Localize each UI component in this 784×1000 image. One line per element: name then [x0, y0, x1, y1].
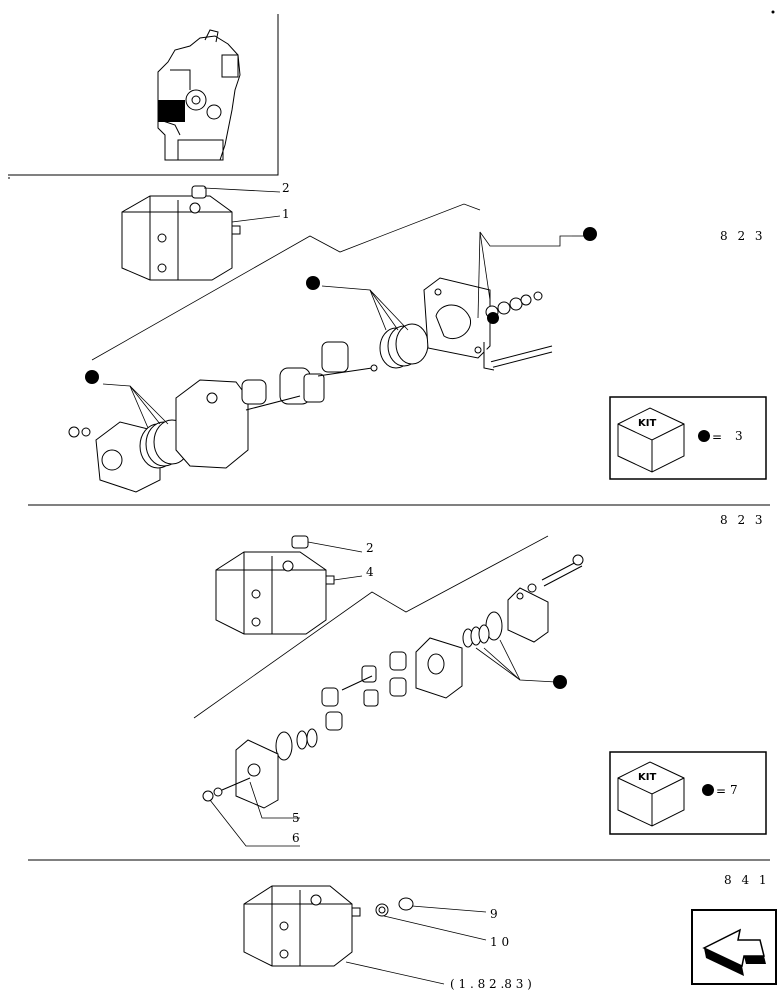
kit-bullet-1b: [306, 276, 320, 290]
section-ref-1[interactable]: 8 2 3: [720, 229, 766, 243]
kit-box-2[interactable]: KIT = 7: [609, 751, 767, 835]
kit-box-1[interactable]: KIT = 3: [609, 396, 767, 480]
kit-qty-1: 3: [735, 429, 743, 443]
callout-10[interactable]: 1 0: [490, 935, 509, 949]
callout-1[interactable]: 1: [282, 207, 290, 221]
kit-bullet-icon: [698, 430, 710, 442]
callout-2-top[interactable]: 2: [282, 181, 290, 195]
kit-qty-2: 7: [730, 783, 738, 797]
callout-5[interactable]: 5: [292, 811, 300, 825]
callout-9[interactable]: 9: [490, 907, 498, 921]
leader-lines-2: [193, 535, 557, 847]
corner-dot: [771, 10, 775, 14]
section-ref-2[interactable]: 8 2 3: [720, 513, 766, 527]
next-page-arrow-icon[interactable]: [691, 909, 777, 985]
pump-assembly-2: [215, 535, 335, 635]
leader-lines-1: [91, 187, 585, 429]
exploded-parts-1: [68, 277, 553, 493]
callout-2-mid[interactable]: 2: [366, 541, 374, 555]
pump-assembly-1: [121, 185, 241, 281]
kit-bullet-1c: [583, 227, 597, 241]
engine-thumbnail-icon[interactable]: [8, 14, 279, 176]
callout-6[interactable]: 6: [292, 831, 300, 845]
leader-lines-3: [345, 905, 487, 985]
kit-box-icon: [617, 761, 685, 827]
kit-box-icon: [617, 407, 685, 473]
pump-assembly-3: [243, 885, 414, 967]
kit-equals-2: =: [716, 784, 726, 798]
kit-label-1: KIT: [638, 418, 656, 429]
kit-bullet-1a: [85, 370, 99, 384]
kit-equals-1: =: [712, 430, 722, 444]
kit-label-2: KIT: [638, 772, 656, 783]
section-ref-3[interactable]: 8 4 1: [724, 873, 770, 887]
kit-bullet-2: [553, 675, 567, 689]
kit-bullet-icon: [702, 784, 714, 796]
exploded-parts-2: [202, 554, 584, 809]
callout-ref[interactable]: ( 1 . 8 2 .8 3 ): [450, 977, 532, 991]
callout-4[interactable]: 4: [366, 565, 374, 579]
kit-bullet-icon: [487, 312, 499, 324]
